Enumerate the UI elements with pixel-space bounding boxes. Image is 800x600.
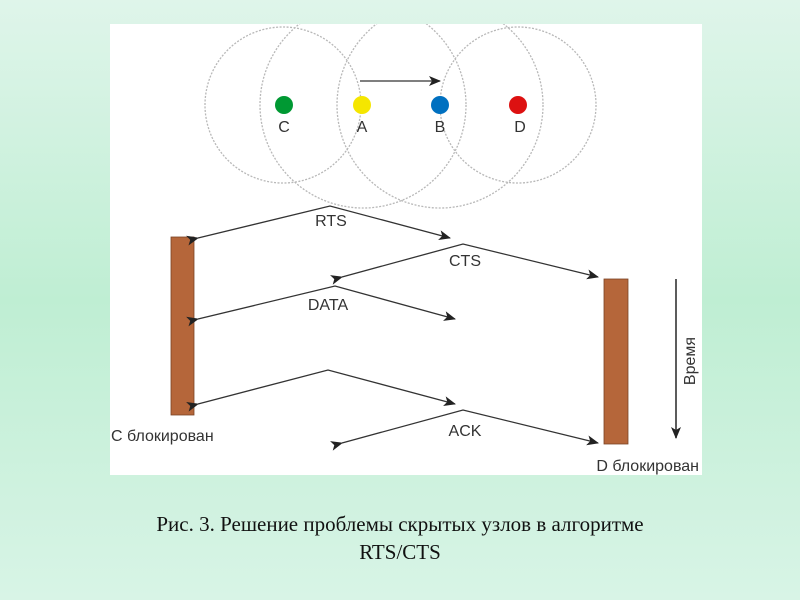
- node-b: B: [431, 96, 449, 136]
- node-d: D: [509, 96, 527, 136]
- cts-arrow: [330, 243, 599, 285]
- rts-label: RTS: [315, 213, 347, 230]
- message-arrows: [186, 205, 599, 451]
- diagram-panel: C A B D RTS CTS DATA ACK: [110, 24, 702, 475]
- data-arrow: [186, 285, 456, 327]
- cts-label: CTS: [449, 253, 481, 270]
- node-c-label: C: [278, 119, 290, 136]
- d-blocked-bar: [603, 278, 629, 445]
- c-blocked-label: С блокирован: [111, 428, 214, 445]
- node-c-dot: [275, 96, 293, 114]
- coverage-circle-a: [259, 24, 467, 209]
- node-d-dot: [509, 96, 527, 114]
- node-b-dot: [431, 96, 449, 114]
- node-c: C: [275, 96, 293, 136]
- coverage-circles: [204, 24, 597, 209]
- rts-arrow: [186, 205, 451, 246]
- node-a-dot: [353, 96, 371, 114]
- node-b-label: B: [435, 119, 446, 136]
- node-a: A: [353, 96, 371, 136]
- ack-label: ACK: [449, 423, 482, 440]
- ack-pre-arrow: [186, 369, 456, 412]
- ack-arrow: [330, 409, 599, 451]
- node-d-label: D: [514, 119, 526, 136]
- rts-cts-diagram: C A B D RTS CTS DATA ACK: [111, 24, 699, 475]
- figure-caption-line-1: Рис. 3. Решение проблемы скрытых узлов в…: [156, 512, 644, 536]
- coverage-circle-d: [439, 26, 597, 184]
- node-a-label: A: [357, 119, 368, 136]
- c-blocked-bar: [170, 236, 195, 416]
- figure-caption-line-2: RTS/CTS: [359, 540, 441, 564]
- d-blocked-label: D блокирован: [596, 458, 699, 475]
- coverage-circle-b: [336, 24, 544, 209]
- data-label: DATA: [308, 297, 349, 314]
- time-axis-label: Время: [682, 337, 699, 385]
